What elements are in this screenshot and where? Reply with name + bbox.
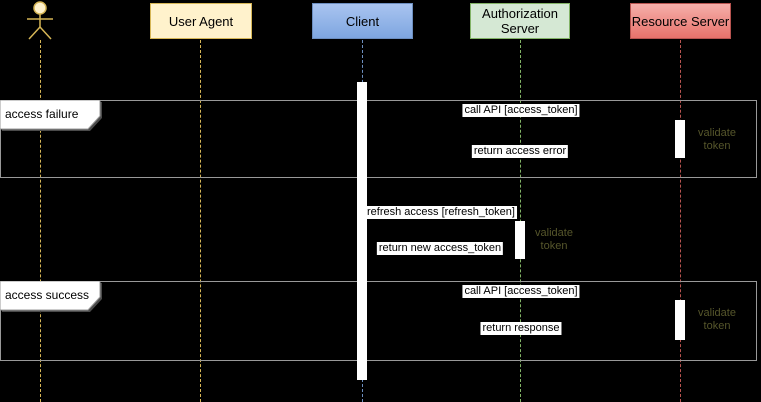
actor-icon xyxy=(27,1,53,40)
note-validate-token-2: validate token xyxy=(535,227,573,252)
participant-client: Client xyxy=(312,3,413,39)
participant-user-agent: User Agent xyxy=(150,3,252,39)
note-validate-token-1: validate token xyxy=(698,127,736,152)
lifeline-resource-server xyxy=(680,40,681,402)
message-refresh-access: refresh access [refresh_token] xyxy=(365,206,517,219)
message-return-new-access-token: return new access_token xyxy=(376,242,504,255)
activation-bar-resource-1 xyxy=(675,120,685,158)
note-validate-token-3: validate token xyxy=(698,307,736,332)
frame-access-failure xyxy=(0,100,757,178)
activation-bar-auth xyxy=(515,221,525,259)
activation-bar-resource-2 xyxy=(675,300,685,340)
frame-label-shape xyxy=(0,99,102,131)
frame-label-text: access success xyxy=(5,288,90,302)
participant-label: Authorization Server xyxy=(482,6,558,36)
participant-label: Resource Server xyxy=(631,13,730,29)
participant-authorization-server: Authorization Server xyxy=(470,3,570,39)
frame-access-success xyxy=(0,281,757,361)
frame-label-access-success: access success xyxy=(0,280,103,313)
participant-label: Client xyxy=(345,13,380,29)
message-return-response: return response xyxy=(480,322,562,335)
lifeline-user xyxy=(40,40,41,402)
frame-label-access-failure: access failure xyxy=(0,99,103,132)
frame-label-shape xyxy=(0,280,102,312)
message-call-api-1: call API [access_token] xyxy=(462,104,580,117)
participant-resource-server: Resource Server xyxy=(630,3,731,39)
message-return-access-error: return access error xyxy=(471,145,569,158)
activation-bar-client xyxy=(357,82,367,380)
frame-label-text: access failure xyxy=(5,107,79,121)
message-call-api-2: call API [access_token] xyxy=(462,285,580,298)
lifeline-user-agent xyxy=(200,40,201,402)
participant-label: User Agent xyxy=(168,13,234,29)
